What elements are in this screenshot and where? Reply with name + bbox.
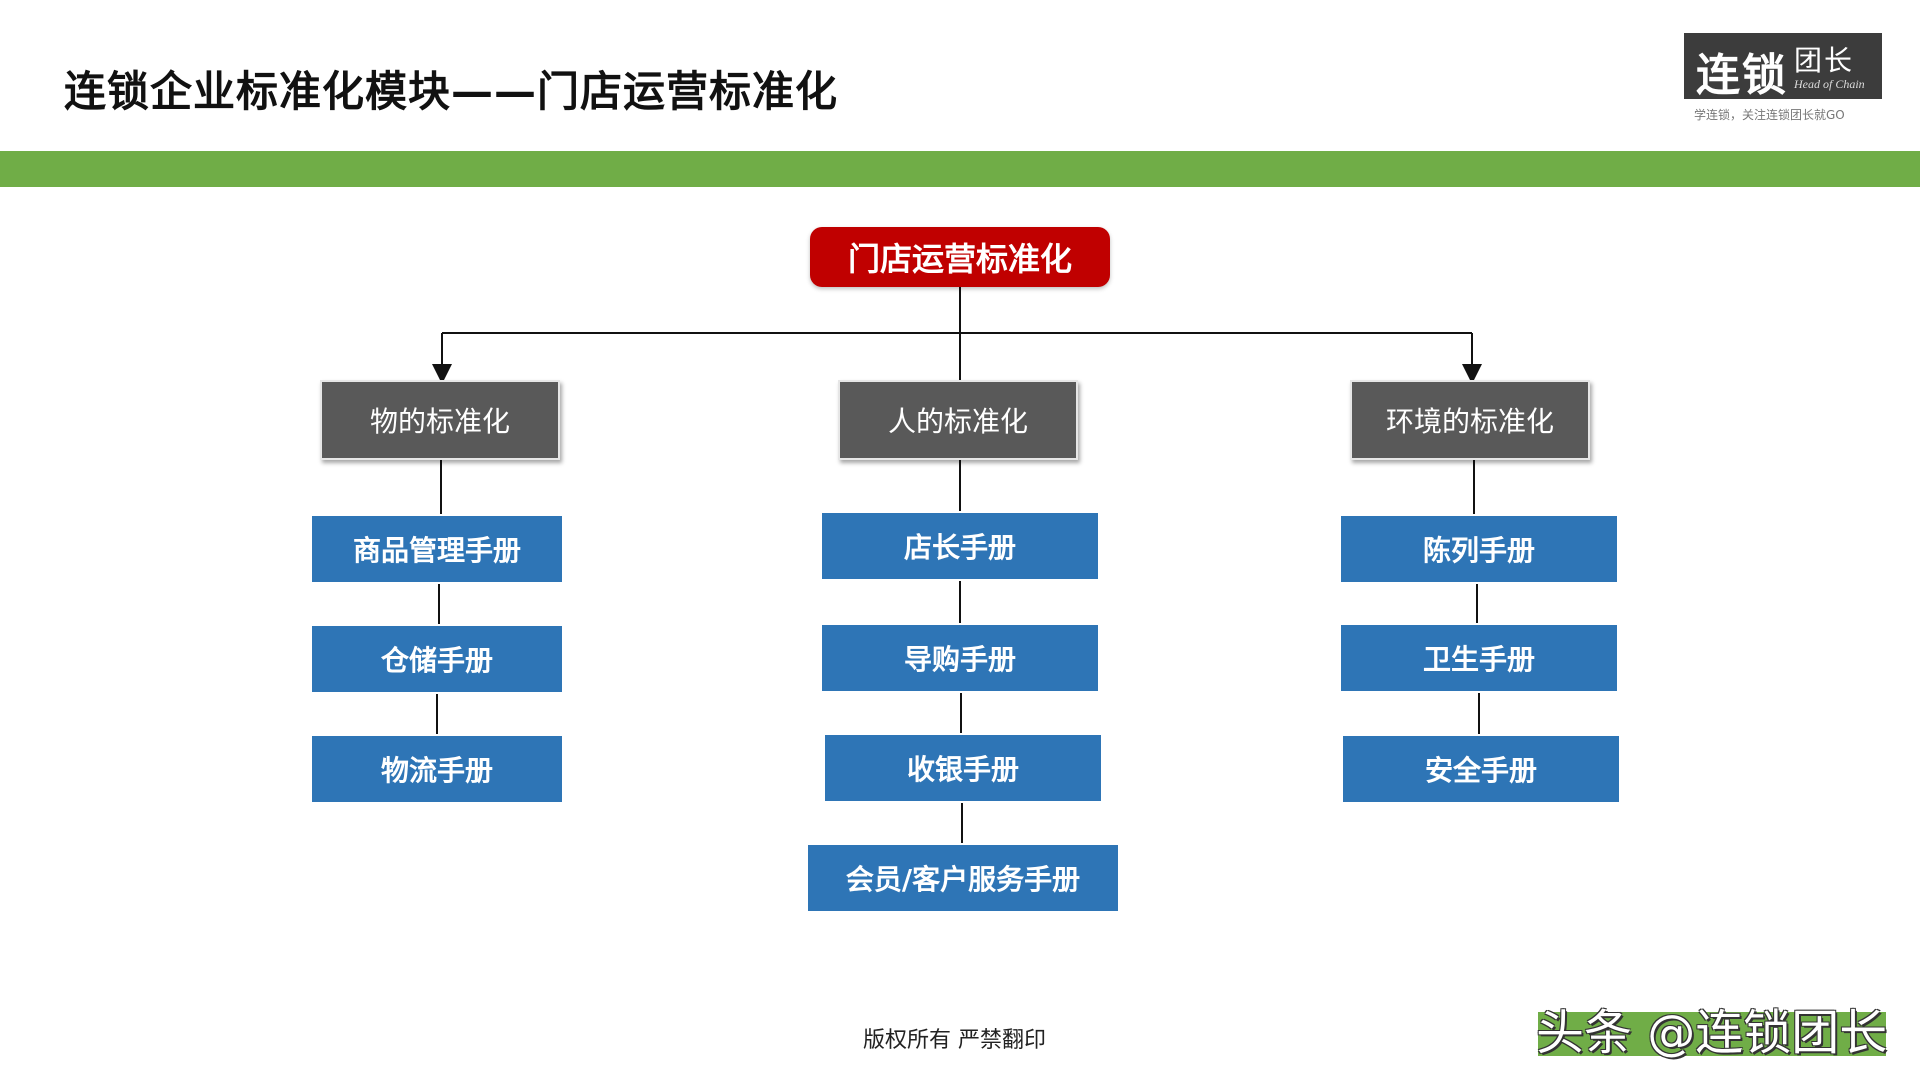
manual-node: 商品管理手册 [310, 514, 564, 584]
manual-node: 导购手册 [820, 623, 1100, 693]
footer-green-strip [1538, 1012, 1886, 1056]
manual-node: 陈列手册 [1339, 514, 1619, 584]
category-node-goods: 物的标准化 [320, 380, 560, 460]
manual-node: 卫生手册 [1339, 623, 1619, 693]
root-node: 门店运营标准化 [810, 227, 1110, 287]
manual-node: 物流手册 [310, 734, 564, 804]
copyright-text: 版权所有 严禁翻印 [863, 1028, 1046, 1053]
logo-main-text: 连锁 [1696, 50, 1788, 101]
logo-side-text: 团长 [1794, 44, 1855, 77]
header-divider-bar [0, 151, 1920, 187]
manual-node: 店长手册 [820, 511, 1100, 581]
logo-english-text: Head of Chain [1794, 77, 1865, 91]
manual-node: 会员/客户服务手册 [806, 843, 1120, 913]
manual-node: 收银手册 [823, 733, 1103, 803]
page-title: 连锁企业标准化模块——门店运营标准化 [64, 67, 839, 116]
category-node-people: 人的标准化 [838, 380, 1078, 460]
logo-tagline: 学连锁，关注连锁团长就GO [1694, 108, 1845, 122]
manual-node: 仓储手册 [310, 624, 564, 694]
manual-node: 安全手册 [1341, 734, 1621, 804]
watermark-text: 头条 @连锁团长 [1536, 1005, 1888, 1061]
logo: 连锁 团长 Head of Chain [1684, 33, 1882, 101]
category-node-environment: 环境的标准化 [1350, 380, 1590, 460]
